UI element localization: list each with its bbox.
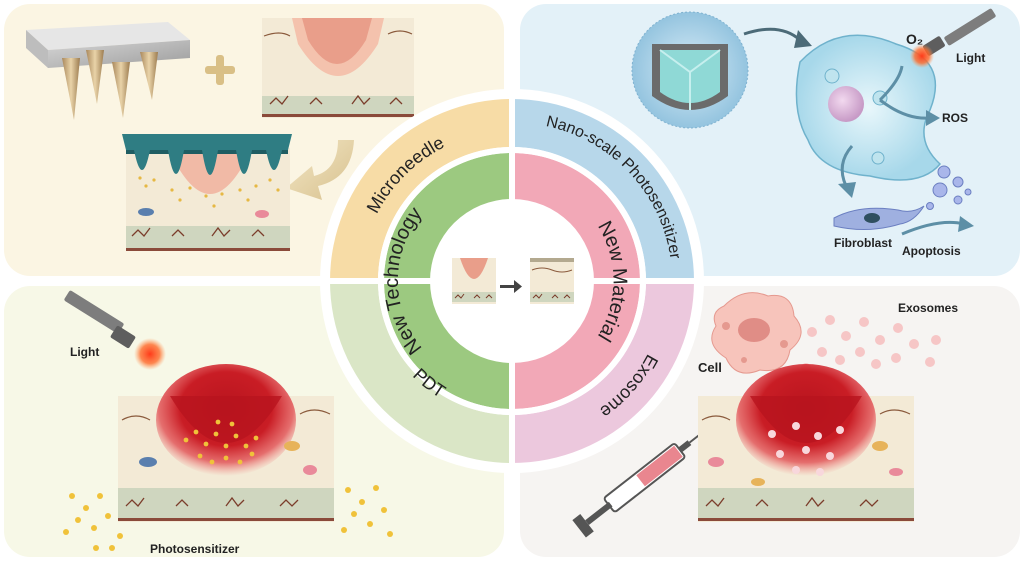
exosomes-label: Exosomes: [898, 301, 958, 315]
pdt-wound-illustration: [118, 364, 334, 522]
apoptosis-label: Apoptosis: [902, 244, 961, 258]
exosome-panel: Cell Exosomes: [572, 292, 958, 538]
fibroblast-illustration: [833, 205, 925, 231]
nanoscale-panel: O₂ Light ROS Fibroblast Apoptosis: [631, 8, 996, 258]
outer-segment-nanoscale: [512, 99, 694, 281]
center-arrow-icon: [500, 280, 522, 293]
donor-cell-illustration: [711, 292, 802, 374]
outer-segment-pdt: [330, 281, 512, 463]
microneedle-treated-skin-illustration: [122, 134, 292, 251]
photosensitizer-particles-illustration: [63, 485, 393, 551]
microneedle-patch-illustration: [26, 22, 190, 120]
nanoparticle-illustration: [631, 11, 749, 129]
center-scar-thumbnail: [452, 258, 496, 304]
center-healed-skin-thumbnail: [530, 258, 574, 304]
plus-icon: [205, 55, 235, 85]
outer-segment-exosome: [512, 281, 694, 463]
cell-label: Cell: [698, 360, 722, 375]
outer-segment-microneedle: [330, 99, 512, 281]
inner-segment-technology: [384, 153, 512, 409]
fibroblast-label: Fibroblast: [834, 236, 892, 250]
laser-device-icon-pdt: [64, 290, 166, 370]
microneedle-panel: [26, 18, 414, 251]
exosome-wound-illustration: [698, 364, 914, 522]
scar-tissue-illustration: [262, 18, 414, 118]
o2-label: O₂: [906, 31, 923, 47]
fibroblast-arrow: [840, 145, 854, 187]
central-wheel: Microneedle Nano-scale Photosensitizer E…: [320, 89, 704, 473]
ros-label: ROS: [942, 111, 968, 125]
syringe-icon: [572, 424, 713, 538]
inner-segment-material: [512, 153, 640, 409]
apoptotic-bodies-illustration: [926, 165, 972, 210]
laser-device-icon: [910, 8, 996, 68]
transition-arrow: [286, 140, 354, 200]
target-cell-illustration: [795, 34, 942, 181]
photosensitizer-label: Photosensitizer: [150, 542, 240, 556]
light-label-nanoscale: Light: [956, 51, 985, 65]
pdt-panel: Light: [63, 290, 393, 556]
ros-arrow: [878, 65, 904, 102]
light-label-pdt: Light: [70, 345, 99, 359]
